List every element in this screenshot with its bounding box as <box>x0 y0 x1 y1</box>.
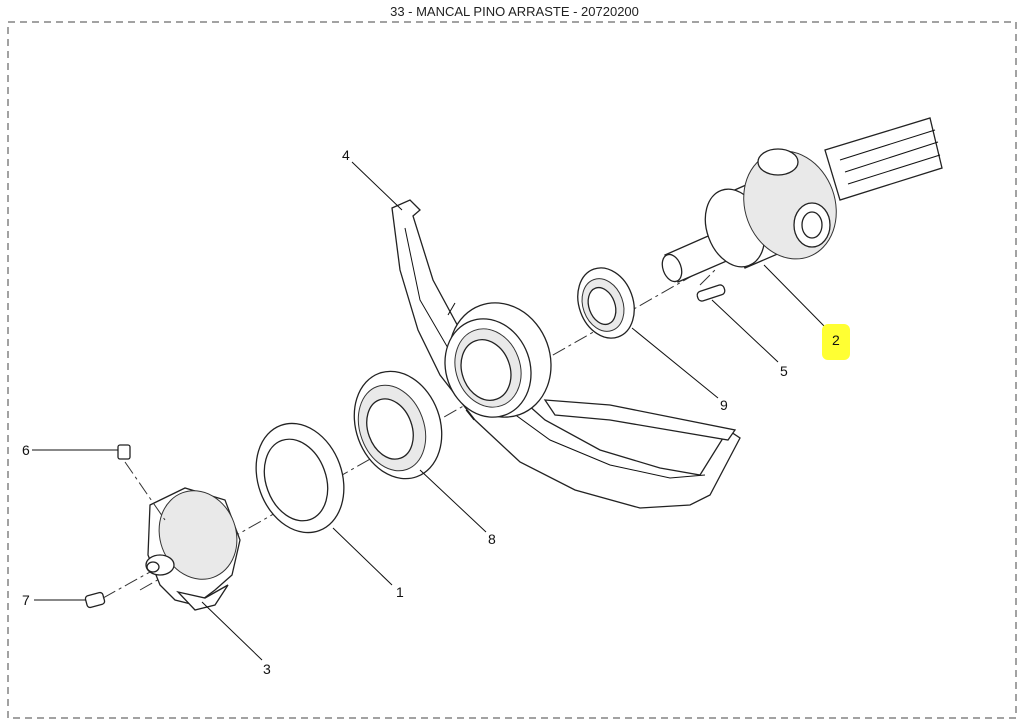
callout-5: 5 <box>780 363 788 379</box>
callout-2: 2 <box>832 332 840 348</box>
callout-6: 6 <box>22 442 30 458</box>
callout-9: 9 <box>720 397 728 413</box>
leader-2 <box>763 264 829 331</box>
diagram-title: 33 - MANCAL PINO ARRASTE - 20720200 <box>390 4 639 19</box>
callout-4: 4 <box>342 147 350 163</box>
callout-8: 8 <box>488 531 496 547</box>
leader-1 <box>332 527 393 586</box>
part-8-large-bearing <box>353 370 443 480</box>
callout-1: 1 <box>396 584 404 600</box>
part-6-grease-fitting <box>117 444 131 460</box>
part-3-bearing-housing <box>145 487 241 611</box>
leader-4 <box>351 161 403 211</box>
axis-grease-fitting <box>124 461 166 521</box>
callout-2-highlight <box>822 324 850 360</box>
axis-set-screw <box>102 571 151 599</box>
part-5-key <box>696 284 726 302</box>
leader-8 <box>419 469 487 533</box>
part-2-drive-shaft <box>661 117 943 283</box>
leader-9 <box>631 327 719 399</box>
part-4-guard-plate <box>391 199 741 509</box>
axis-key <box>699 269 716 286</box>
part-1-seal-ring <box>255 422 345 534</box>
callout-7: 7 <box>22 592 30 608</box>
part-9-small-bearing <box>577 267 635 339</box>
callout-3: 3 <box>263 661 271 677</box>
leader-3 <box>201 601 263 661</box>
frame-border <box>7 21 1017 719</box>
part-7-set-screw <box>84 591 106 609</box>
leader-5 <box>711 299 779 363</box>
